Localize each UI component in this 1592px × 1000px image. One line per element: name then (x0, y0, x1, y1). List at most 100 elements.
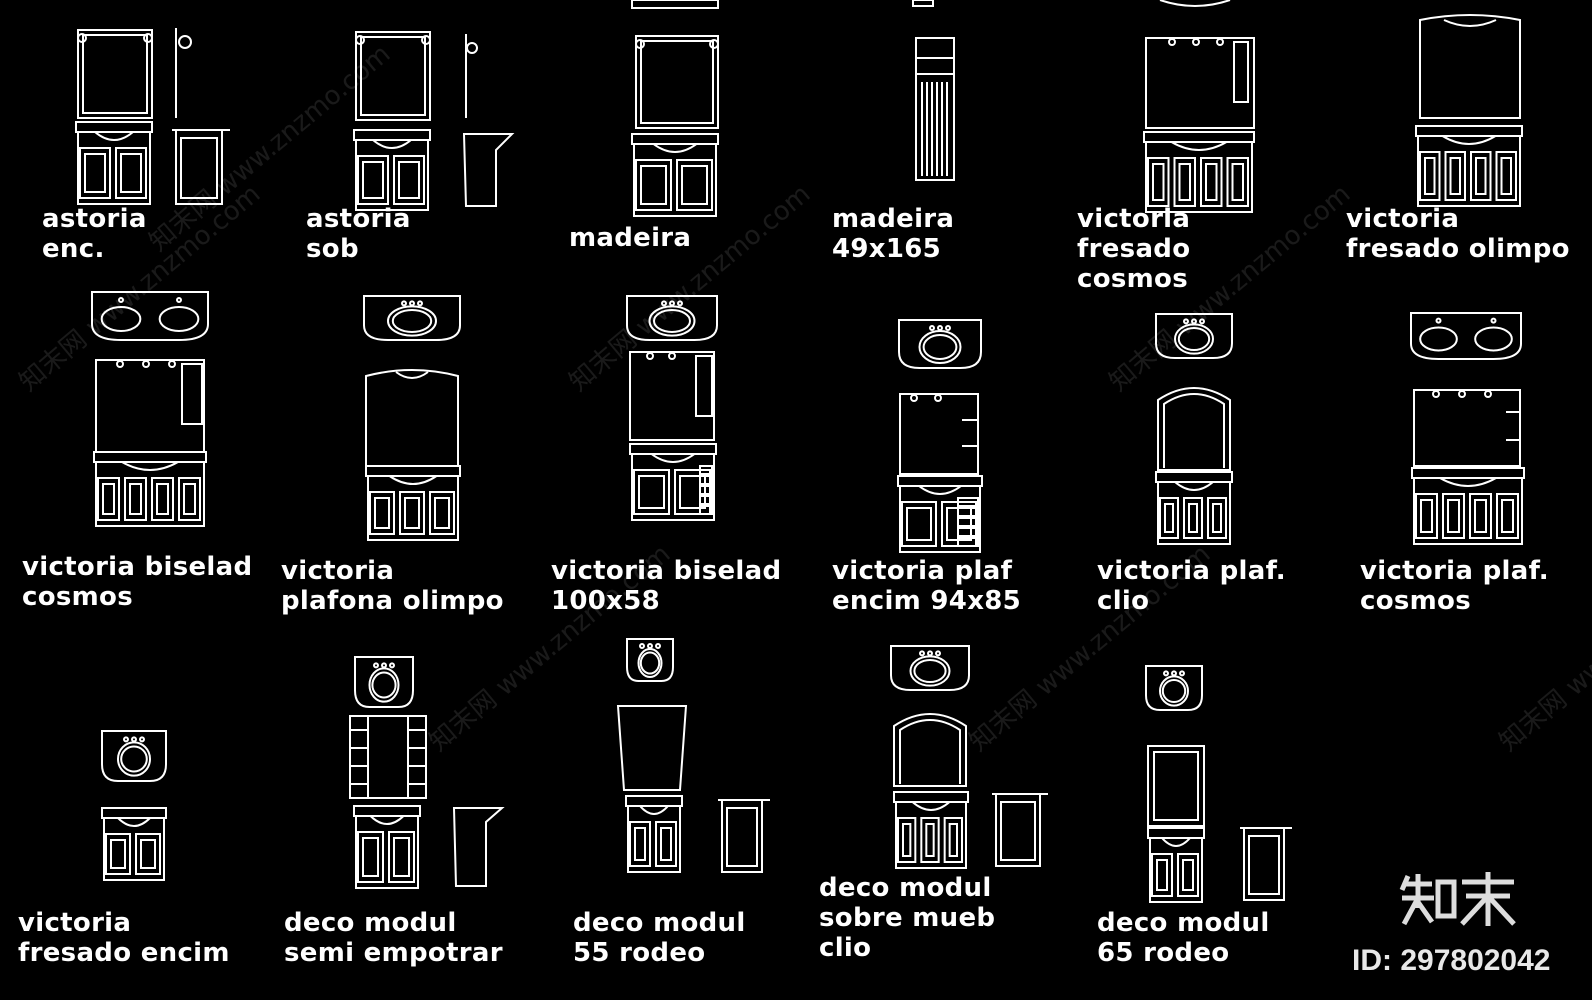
vanity-door-panel (393, 837, 410, 877)
cad-circle (1171, 670, 1177, 677)
drawer (699, 505, 713, 515)
mirror (1419, 14, 1521, 119)
item-label-line: astoria (42, 204, 147, 234)
cad-ellipse (100, 306, 142, 332)
vanity-door (399, 491, 425, 535)
cad-circle (142, 360, 150, 368)
vanity-door (1442, 493, 1465, 539)
vanity-door (655, 821, 677, 867)
side-console (452, 807, 505, 887)
vanity-door-panel (183, 483, 196, 515)
item-label-line: fresado olimpo (1346, 234, 1570, 264)
cad-ellipse (913, 659, 947, 683)
vanity-door-panel (374, 497, 390, 529)
basin-top-view (898, 319, 982, 369)
vanity-door-panel (925, 823, 935, 857)
drawer (699, 485, 713, 495)
mirror (1157, 387, 1231, 471)
vanity-door (1147, 157, 1170, 207)
vanity-door-panel (1420, 499, 1433, 533)
vanity-door (1173, 157, 1196, 207)
basin-top-view (890, 645, 970, 691)
vanity-top (1411, 467, 1525, 479)
item-label-victoria-plaf-cosmos: victoria plaf.cosmos (1360, 556, 1549, 616)
vanity-top (353, 805, 421, 817)
vanity-door (1444, 151, 1466, 201)
item-label-line: victoria (18, 908, 132, 938)
vanity-door (429, 491, 455, 535)
id-label: ID: 297802042 (1352, 944, 1551, 977)
vanity-door-panel (1231, 163, 1244, 201)
cad-circle (919, 650, 925, 657)
drawer (699, 475, 713, 485)
cad-path (1443, 19, 1497, 27)
vanity-door (1151, 853, 1173, 897)
basin-top-view (626, 295, 718, 341)
cad-circle (143, 33, 153, 43)
vanity-top (1155, 471, 1233, 483)
basin-curve (117, 817, 151, 827)
drawer (699, 465, 713, 475)
vanity-door-panel (362, 161, 384, 199)
vanity-door-panel (1152, 163, 1165, 201)
vanity-door-panel (102, 483, 115, 515)
cad-circle (178, 35, 192, 49)
vanity-door-panel (948, 823, 959, 857)
vanity-door-panel (1182, 859, 1194, 891)
shelf-unit (349, 715, 427, 799)
vanity-door-panel (906, 507, 932, 541)
item-label-line: madeira (569, 223, 692, 253)
cad-circle (929, 325, 935, 331)
side-shelf (695, 355, 713, 417)
drawer (957, 507, 979, 517)
mirror (365, 369, 459, 467)
cad-circle (1216, 38, 1224, 46)
cad-ellipse (922, 334, 958, 360)
mirror (77, 29, 153, 119)
cad-ellipse (1161, 679, 1187, 703)
vanity-door-panel (129, 483, 142, 515)
vanity-door (1419, 151, 1441, 201)
basin-curve (94, 131, 134, 141)
mirror (616, 705, 688, 791)
drawer (699, 495, 713, 505)
vanity-door (1415, 493, 1438, 539)
cad-ellipse (371, 671, 397, 699)
item-label-line: victoria biselad (551, 556, 782, 586)
cad-circle (709, 39, 719, 49)
vanity-cabinet (77, 131, 151, 205)
vanity-door-panel (640, 165, 667, 205)
vanity-door (357, 831, 384, 883)
cad-circle (677, 300, 683, 307)
cad-circle (1490, 317, 1497, 324)
cad-ellipse (391, 309, 433, 333)
vanity-top (101, 807, 167, 819)
vanity-door (1200, 157, 1223, 207)
mirror (893, 713, 967, 787)
basin-top-view (354, 656, 414, 708)
cad-circle (373, 662, 379, 669)
vanity-cabinet (355, 815, 419, 889)
mirror (629, 351, 715, 441)
vanity-door-panel (120, 153, 142, 193)
item-label-line: 100x58 (551, 586, 661, 616)
basin-curve (918, 485, 962, 495)
mirror (355, 31, 431, 121)
cad-circle (168, 360, 176, 368)
cad-circle (646, 352, 654, 360)
vanity-door (897, 817, 917, 863)
vanity-door (1177, 853, 1199, 897)
cad-circle (1163, 670, 1169, 677)
cad-circle (131, 736, 137, 743)
cad-circle (1191, 318, 1197, 325)
vanity-top (1147, 827, 1205, 839)
mirror-inner (640, 40, 714, 124)
